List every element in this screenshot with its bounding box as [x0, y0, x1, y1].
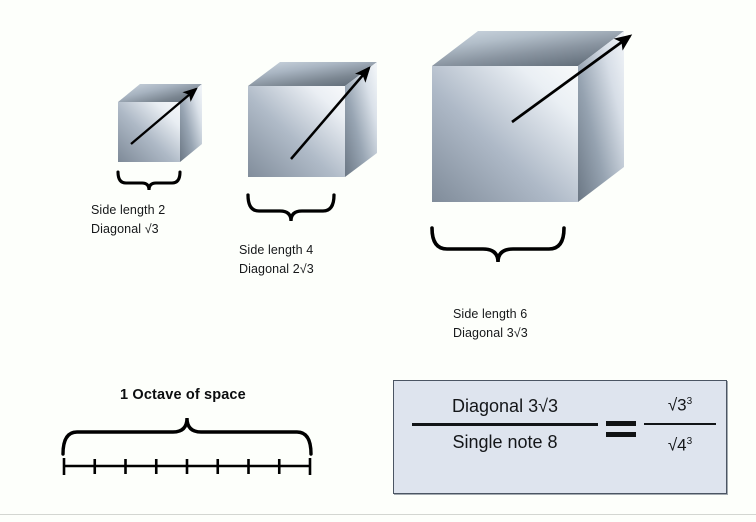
cube-large — [432, 31, 633, 202]
formula-left-numerator: Diagonal 3√3 — [452, 396, 558, 416]
cube-large-side-length-label: Side length 6 — [453, 307, 528, 321]
brace-octave — [61, 417, 313, 456]
cube-small-diagonal-label: Diagonal √3 — [91, 222, 159, 236]
equals-sign — [606, 421, 636, 443]
equals-bar-bottom — [606, 432, 636, 437]
cube-medium-side-face — [345, 62, 377, 177]
formula-right-denominator: √43 — [644, 430, 716, 458]
formula-right-denominator-exponent: 3 — [686, 436, 693, 448]
octave-ruler — [62, 458, 312, 475]
cube-small-labels: Side length 2 Diagonal √3 — [91, 201, 165, 239]
cube-medium-diagonal-label: Diagonal 2√3 — [239, 262, 314, 276]
formula-right-fraction-bar — [644, 422, 716, 426]
cube-small-top-face — [118, 84, 202, 102]
cube-medium-diagonal-arrow — [290, 66, 371, 160]
cube-large-diagonal-arrow — [511, 34, 633, 124]
cube-large-top-face — [432, 31, 624, 66]
cube-small-side-length-label: Side length 2 — [91, 203, 166, 217]
formula-left-fraction-bar — [412, 423, 598, 426]
cubes-illustration — [116, 31, 633, 263]
cube-medium — [248, 62, 377, 177]
cube-medium-top-face — [248, 62, 377, 86]
formula-box: Diagonal 3√3 Single note 8 √33 √43 — [393, 380, 727, 494]
cube-large-front-face — [432, 66, 578, 202]
cube-large-labels: Side length 6 Diagonal 3√3 — [453, 305, 528, 343]
cube-medium-side-length-label: Side length 4 — [239, 243, 314, 257]
formula-right-fraction: √33 √43 — [644, 390, 716, 458]
cube-medium-front-face — [248, 86, 345, 177]
cube-large-diagonal-label: Diagonal 3√3 — [453, 326, 528, 340]
formula-right-denominator-base: √4 — [667, 435, 687, 455]
octave-diagram — [61, 417, 313, 475]
cube-small-diagonal-arrow — [130, 87, 198, 145]
equals-bar-top — [606, 421, 636, 426]
brace-cube-small — [116, 170, 182, 191]
formula-right-numerator-base: √3 — [667, 395, 687, 415]
cube-large-side-face — [578, 31, 624, 202]
cube-small — [118, 84, 202, 162]
brace-cube-medium — [246, 193, 336, 222]
formula-left-fraction: Diagonal 3√3 Single note 8 — [412, 393, 598, 456]
formula-left-denominator: Single note 8 — [452, 431, 558, 452]
formula-right-numerator-exponent: 3 — [686, 396, 693, 407]
brace-cube-large — [430, 226, 566, 263]
formula-right-numerator: √33 — [644, 390, 716, 418]
cube-small-side-face — [180, 84, 202, 162]
cube-medium-labels: Side length 4 Diagonal 2√3 — [239, 241, 314, 279]
page-bottom-divider — [0, 514, 756, 515]
octave-title: 1 Octave of space — [120, 387, 246, 403]
